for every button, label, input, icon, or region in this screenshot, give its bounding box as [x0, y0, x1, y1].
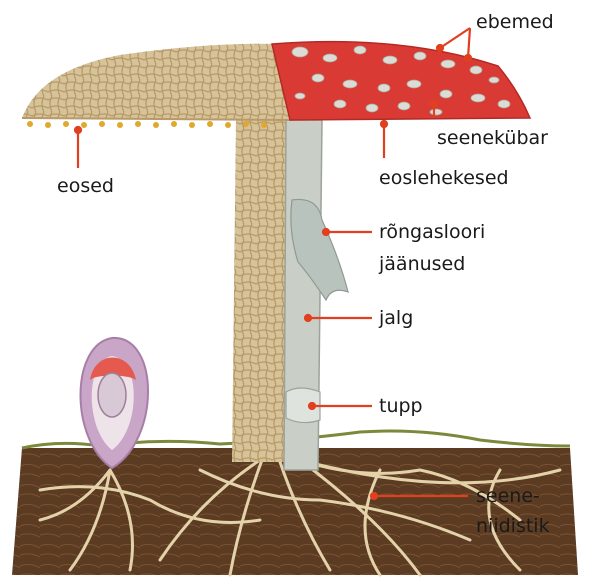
label-rongasloori-line1: rõngasloori	[379, 221, 486, 243]
label-seenekubar: seenekübar	[437, 127, 548, 149]
label-rongasloori-line2: jäänused	[379, 253, 466, 275]
label-ebemed: ebemed	[476, 11, 554, 33]
pointer-lines	[73, 27, 473, 501]
cap-warts	[291, 45, 511, 116]
mycelium	[38, 458, 562, 577]
label-tupp: tupp	[379, 395, 423, 417]
spores	[27, 121, 267, 128]
label-jalg: jalg	[379, 307, 414, 329]
stem-hyphae	[232, 120, 290, 462]
young-egg-stage	[79, 336, 149, 470]
label-seeneniidistik-line1: seene-	[476, 485, 540, 507]
label-eoslehekesed: eoslehekesed	[379, 167, 509, 189]
volva	[285, 387, 321, 424]
ring-remnant	[290, 198, 349, 302]
cap-gills	[21, 43, 293, 121]
label-eosed: eosed	[57, 175, 114, 197]
label-seeneniidistik-line2: niidistik	[476, 515, 550, 537]
